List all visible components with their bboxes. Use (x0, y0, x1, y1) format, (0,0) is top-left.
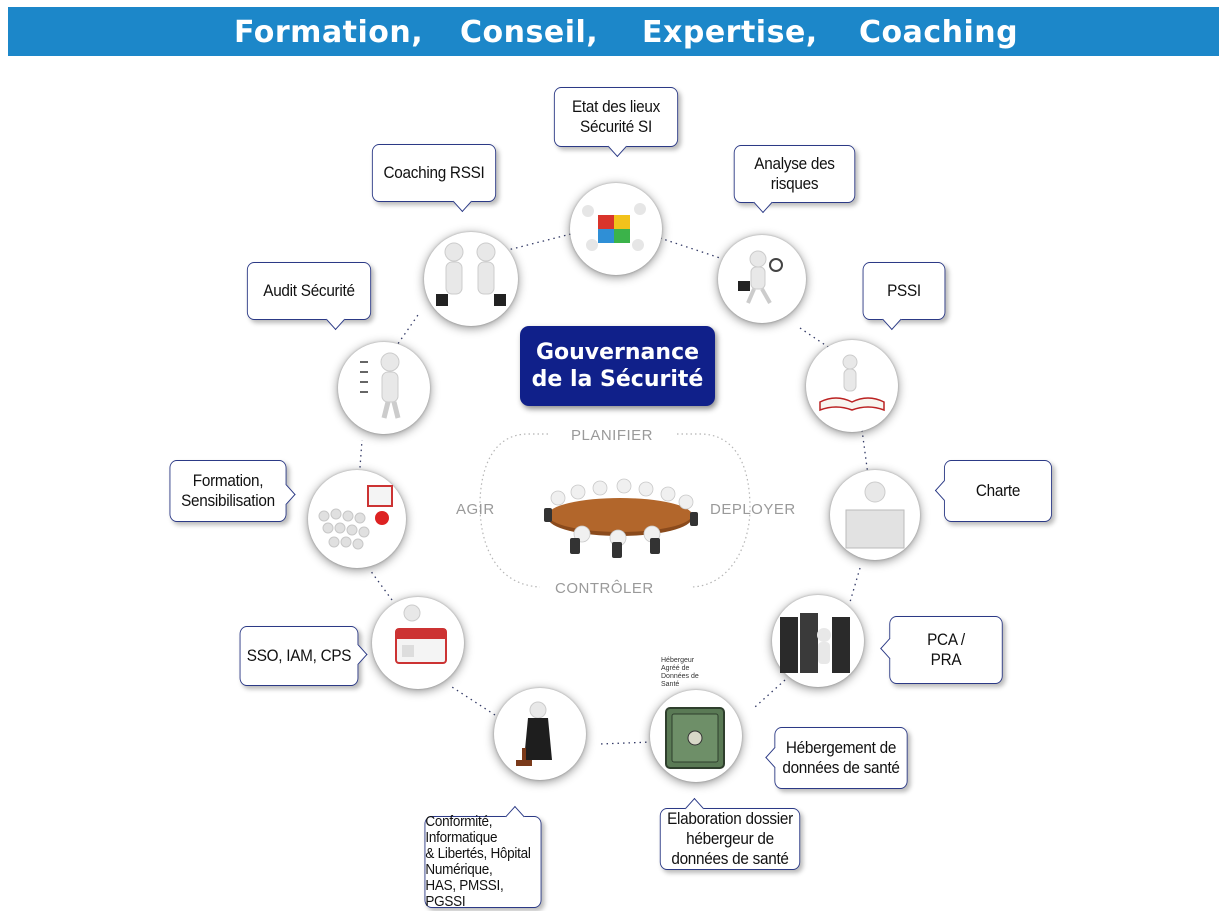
callout-charte: Charte (934, 460, 1052, 522)
callout-label: Analyse des risques (754, 154, 835, 193)
node-analyse-risques (718, 235, 806, 323)
cycle-label-agir: AGIR (456, 501, 495, 518)
node-charte (830, 470, 920, 560)
callout-sso: SSO, IAM, CPS (239, 626, 368, 686)
callout-elaboration: Elaboration dossier hébergeur de données… (659, 797, 801, 870)
cycle-label-deployer: DEPLOYER (710, 501, 796, 518)
callout-label: SSO, IAM, CPS (246, 646, 352, 665)
node-conformite (494, 688, 586, 780)
callout-label: Charte (975, 481, 1021, 500)
open-book-icon (819, 354, 885, 412)
callout-etat-des-lieux: Etat des lieux Sécurité SI (553, 87, 679, 158)
callout-hebergement: Hébergement de données de santé (765, 727, 908, 789)
callout-label: Coaching RSSI (383, 163, 485, 182)
sign-board-icon (845, 481, 905, 549)
magnifier-walker-icon (738, 250, 783, 304)
cycle-label-planifier: PLANIFIER (571, 427, 654, 444)
hads-logo-line: Santé (661, 681, 680, 688)
callout-analyse-risques: Analyse des risques (733, 145, 856, 214)
server-room-icon (780, 613, 850, 673)
callout-label: Audit Sécurité (263, 281, 355, 300)
callout-conformite: Conformité, Informatique & Libertés, Hôp… (424, 805, 542, 910)
hads-logo: Hébergeur Agréé de Données de Santé (653, 657, 713, 705)
safe-vault-icon (665, 707, 725, 769)
governance-title-box: Gouvernance de la Sécurité (520, 326, 715, 406)
node-pca-pra (772, 595, 864, 687)
callout-pca-pra: PCA / PRA (880, 616, 1003, 684)
banner-word-coaching: Coaching (859, 15, 1019, 50)
header-banner: Formation, Conseil, Expertise, Coaching (8, 7, 1219, 56)
cycle-label-controler: CONTRÔLER (555, 580, 654, 597)
id-card-icon (395, 604, 447, 664)
banner-word-expertise: Expertise, (642, 15, 818, 50)
callout-pssi: PSSI (862, 262, 946, 331)
callout-label: Formation, Sensibilisation (181, 471, 275, 510)
node-audit (338, 342, 430, 434)
hads-logo-line: Données de (661, 673, 699, 680)
callout-label: Hébergement de données de santé (782, 738, 900, 777)
callout-label: Etat des lieux Sécurité SI (571, 97, 661, 136)
banner-word-formation: Formation, (234, 15, 424, 50)
callout-label: Conformité, Informatique & Libertés, Hôp… (425, 813, 531, 910)
judge-gavel-icon (516, 701, 552, 766)
callout-coaching: Coaching RSSI (371, 144, 497, 213)
banner-word-conseil: Conseil, (460, 15, 599, 50)
node-hebergement (650, 690, 742, 782)
callout-formation: Formation, Sensibilisation (169, 460, 296, 522)
hads-logo-line: Agréé de (661, 665, 690, 672)
meeting-table-icon (544, 478, 698, 558)
callout-label: Elaboration dossier hébergeur de données… (667, 809, 793, 868)
node-sso (372, 597, 464, 689)
node-coaching (424, 232, 518, 326)
crowd-presentation-icon (318, 485, 393, 550)
node-etat-des-lieux (570, 183, 662, 275)
hads-logo-line: Hébergeur (661, 657, 695, 664)
callout-label: PSSI (887, 281, 921, 300)
callout-label: PCA / PRA (927, 630, 965, 669)
checklist-icon (360, 352, 401, 419)
puzzle-team-icon (582, 203, 646, 251)
node-formation (308, 470, 406, 568)
node-pssi (806, 340, 898, 432)
callout-audit: Audit Sécurité (246, 262, 372, 331)
handshake-icon (436, 242, 506, 306)
